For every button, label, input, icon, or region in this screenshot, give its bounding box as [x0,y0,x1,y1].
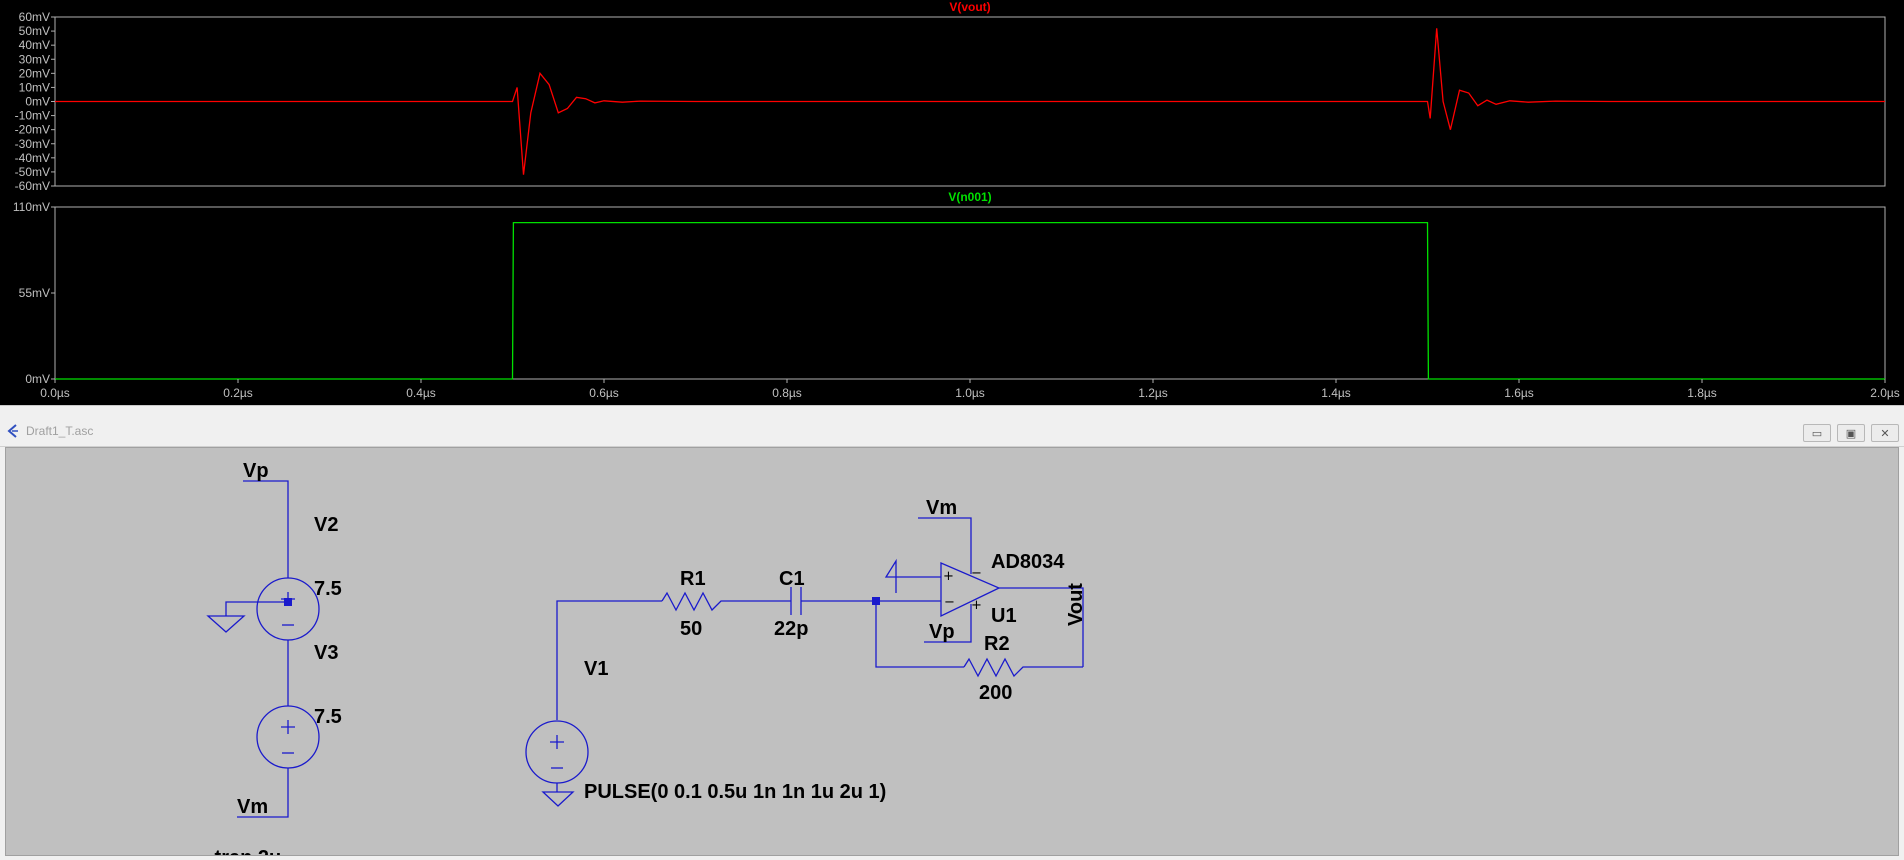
opamp-model[interactable]: AD8034 [991,551,1065,573]
close-button[interactable]: ✕ [1871,424,1899,442]
wire-feedback-left[interactable] [875,601,964,668]
wire-midpoint-to-ground[interactable] [225,601,288,616]
schematic-window: Draft1_T.asc ▭ ▣ ✕ Vp V2 7.5 [0,416,1904,860]
trace-title-2[interactable]: V(n001) [948,190,991,204]
wire-vp-to-opamp[interactable] [924,604,972,643]
minimize-button[interactable]: ▭ [1803,424,1831,442]
ltspice-icon [7,424,18,438]
x-tick-label: 1.8µs [1687,386,1717,400]
v2-name[interactable]: V2 [314,514,338,536]
svg-text:−: − [971,566,982,581]
voltage-source-v2[interactable] [256,577,320,641]
r2-value[interactable]: 200 [979,682,1012,704]
net-label-vm[interactable]: Vm [237,796,268,818]
schematic-canvas[interactable]: Vp V2 7.5 V3 7.5 Vm .tran 2u [5,447,1899,856]
c1-name[interactable]: C1 [779,568,805,590]
plot-pane-2[interactable] [54,206,1886,380]
wire-vp-to-v2[interactable] [243,480,289,578]
trace-1[interactable] [55,28,1885,175]
x-tick-label: 1.2µs [1138,386,1168,400]
y-tick-label: 55mV [19,286,50,300]
v3-name[interactable]: V3 [314,642,338,664]
resistor-r2[interactable] [963,657,1083,678]
r2-name[interactable]: R2 [984,633,1010,655]
resistor-r1[interactable] [661,591,782,612]
y-tick-label: 0mV [25,95,50,109]
v1-name[interactable]: V1 [584,658,608,680]
wire-vm-to-opamp[interactable] [918,517,972,574]
ground-symbol-supply[interactable] [206,615,246,633]
x-tick-label: 0.8µs [772,386,802,400]
svg-text:+: + [971,598,982,613]
y-tick-label: 50mV [19,24,50,38]
svg-text:−: − [944,595,955,610]
y-tick-label: 60mV [19,10,50,24]
y-tick-label: 110mV [13,200,50,214]
y-tick-label: 40mV [19,38,50,52]
x-tick-label: 2.0µs [1870,386,1900,400]
wire-v3-to-vm[interactable] [237,768,289,818]
y-tick-label: 30mV [19,52,50,66]
x-tick-label: 0.6µs [589,386,619,400]
svg-text:+: + [943,569,954,584]
y-tick-label: -40mV [15,151,50,165]
net-label-vp-opamp[interactable]: Vp [929,621,955,643]
y-tick-label: 10mV [19,80,50,94]
schematic-drawing[interactable]: Vp V2 7.5 V3 7.5 Vm .tran 2u [6,448,1898,855]
ground-symbol-v1[interactable] [541,791,575,807]
r1-name[interactable]: R1 [680,568,706,590]
voltage-source-v1[interactable] [525,720,589,784]
y-tick-label: 0mV [25,372,50,386]
pane-divider[interactable] [0,405,1904,417]
trace-title-1[interactable]: V(vout) [949,0,990,14]
y-tick-label: -50mV [15,165,50,179]
voltage-source-v3[interactable] [256,705,320,769]
y-tick-label: -30mV [15,137,50,151]
y-tick-label: -20mV [15,123,50,137]
x-tick-label: 1.6µs [1504,386,1534,400]
capacitor-c1[interactable] [782,587,876,615]
x-tick-label: 0.0µs [40,386,70,400]
ground-symbol-opamp[interactable] [884,558,897,593]
x-tick-label: 0.4µs [406,386,436,400]
c1-value[interactable]: 22p [774,618,808,640]
x-tick-label: 1.0µs [955,386,985,400]
y-tick-label: 20mV [19,66,50,80]
v1-value[interactable]: PULSE(0 0.1 0.5u 1n 1n 1u 2u 1) [584,781,886,803]
r1-value[interactable]: 50 [680,618,702,640]
trace-2[interactable] [55,221,1885,380]
schematic-title: Draft1_T.asc [26,424,94,438]
y-tick-label: -60mV [15,179,50,193]
net-label-vp[interactable]: Vp [243,460,269,482]
schematic-titlebar[interactable]: Draft1_T.asc ▭ ▣ ✕ [0,416,1904,447]
net-label-vout[interactable]: Vout [1065,583,1087,626]
junction-dot [284,598,292,606]
opamp-name[interactable]: U1 [991,605,1017,627]
x-tick-label: 0.2µs [223,386,253,400]
waveform-plot[interactable]: V(vout)60mV50mV40mV30mV20mV10mV0mV-10mV-… [0,0,1904,405]
wire-output[interactable] [999,587,1084,667]
spice-directive[interactable]: .tran 2u [209,847,281,855]
net-label-vm-opamp[interactable]: Vm [926,497,957,519]
wire-v1-to-r1[interactable] [556,600,662,720]
v2-value[interactable]: 7.5 [314,578,342,600]
restore-button[interactable]: ▣ [1837,424,1865,442]
y-tick-label: -10mV [15,109,50,123]
v3-value[interactable]: 7.5 [314,706,342,728]
x-tick-label: 1.4µs [1321,386,1351,400]
opamp-u1[interactable]: + − − + [940,562,1001,618]
